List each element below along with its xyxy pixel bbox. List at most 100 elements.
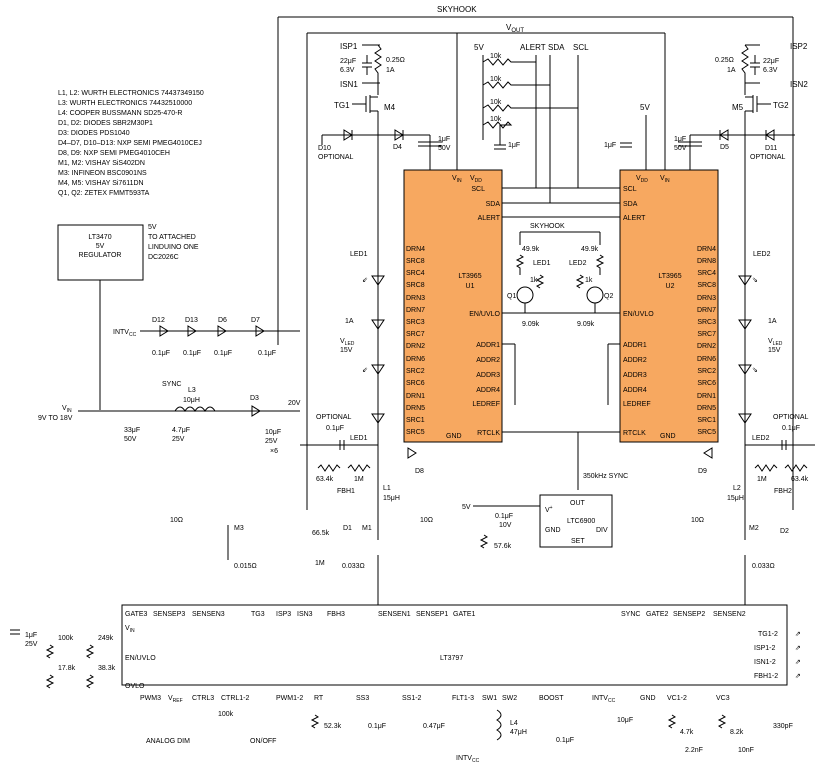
- cap-label-v: 25V: [265, 438, 278, 445]
- lt3797-pin: PWM3: [140, 695, 161, 702]
- tg1-label: TG1: [334, 101, 350, 110]
- cap-label: 10μF: [617, 717, 633, 724]
- left-pfet-section: ISP1 ISN1 22μF 6.3V 0.25Ω 1A TG1 M4 D10 …: [318, 42, 451, 170]
- lt3797-pin: OVLO: [125, 683, 145, 690]
- ltc6900-pin: DIV: [596, 527, 608, 534]
- lt3797-pin: SENSEN2: [713, 611, 746, 618]
- cap-label: 22μF: [340, 58, 356, 65]
- u1-pin: ADDR2: [476, 357, 500, 364]
- l4-val-label: 47μH: [510, 729, 527, 736]
- cap-label: 33μF: [124, 427, 140, 434]
- vin-range-label: 9V TO 18V: [38, 415, 73, 422]
- note-line: L4: COOPER BUSSMANN SD25-470-R: [58, 110, 182, 117]
- u2-pin: DRN7: [697, 307, 716, 314]
- u1-pin: SRC7: [406, 331, 425, 338]
- current-label: 1A: [768, 318, 777, 325]
- resistor-label: 8.2k: [730, 729, 744, 736]
- cap-label: 10μF: [265, 429, 281, 436]
- u2-pin: SRC1: [697, 417, 716, 424]
- lt3797-pin: SENSEP3: [153, 611, 185, 618]
- cap-label: 2.2nF: [685, 747, 703, 754]
- i2c-bus-wires: [502, 187, 620, 433]
- u2-pin: SRC5: [697, 429, 716, 436]
- regulator-note: TO ATTACHED: [148, 234, 196, 241]
- u1-pin: SDA: [486, 201, 501, 208]
- vled-label: VLED: [340, 338, 355, 347]
- lt3797-pin: FLT1-3: [452, 695, 474, 702]
- u2-pin: ADDR2: [623, 357, 647, 364]
- l2-label: L2: [733, 485, 741, 492]
- lt3797-pin: TG3: [251, 611, 265, 618]
- lt3797-pin: SW2: [502, 695, 517, 702]
- m2-label: M2: [749, 525, 759, 532]
- u2-chip: VDD VIN SCL SDA ALERT EN/UVLO ADDR1 ADDR…: [619, 169, 719, 443]
- 20v-label: 20V: [288, 400, 301, 407]
- resistor-label: 9.09k: [522, 321, 540, 328]
- lt3797-pin: GATE3: [125, 611, 148, 618]
- u2-pin: SRC7: [697, 331, 716, 338]
- cap-label: 6.3V: [763, 67, 778, 74]
- ltc6900-pin: SET: [571, 538, 585, 545]
- cap-label: 0.47μF: [423, 723, 445, 730]
- isn1-label: ISN1: [340, 80, 358, 89]
- u1-pin: DRN1: [406, 393, 425, 400]
- m1-label: M1: [362, 525, 372, 532]
- u1-pin: DRN6: [406, 356, 425, 363]
- top-nets: SKYHOOK VOUT 5V ALERT SDA SCL 10k 10k 10…: [277, 5, 794, 510]
- resistor-label: 49.9k: [522, 246, 540, 253]
- cap-label-v: 10V: [499, 522, 512, 529]
- sync-label: SYNC: [162, 381, 181, 388]
- light-emission-icon: ⇘: [752, 367, 758, 374]
- cap-label-v: 25V: [25, 641, 38, 648]
- u2-pin: ADDR4: [623, 387, 647, 394]
- resistor-label: 10k: [490, 116, 502, 123]
- lt3797-pin: GATE2: [646, 611, 669, 618]
- cap-label: 0.1μF: [782, 425, 800, 432]
- lt3797-part: LT3797: [440, 655, 463, 662]
- lt3797-pin: CTRL3: [192, 695, 214, 702]
- lt3797-pin-vin: VIN: [125, 625, 135, 634]
- cap-label: 0.1μF: [152, 350, 170, 357]
- u2-pin: RTCLK: [623, 430, 646, 437]
- m3-label: M3: [234, 525, 244, 532]
- diode-label: D11: [765, 145, 777, 152]
- ltc6900-pin: V+: [545, 505, 553, 514]
- u2-pin-vdd: VDD: [636, 175, 648, 184]
- u1-pin: SCL: [471, 186, 485, 193]
- current-label: 1A: [345, 318, 354, 325]
- led2-plus-label: LED2: [753, 251, 771, 258]
- pullup-resistors: 10k 10k 10k 10k 1μF: [482, 53, 578, 150]
- note-line: M3: INFINEON BSC0901NS: [58, 170, 147, 177]
- u1-pin: SRC5: [406, 429, 425, 436]
- isp1-label: ISP1: [340, 42, 358, 51]
- input-section: LT3470 5V REGULATOR 5V TO ATTACHED LINDU…: [38, 224, 301, 455]
- u2-pin: SCL: [623, 186, 637, 193]
- led1-minus-label: LED1: [350, 435, 368, 442]
- vled-v-label: 15V: [340, 347, 353, 354]
- lt3797-controller: LT3797 GATE3 SENSEP3 SENSEN3 TG3 ISP3 IS…: [121, 604, 788, 704]
- l4-label: L4: [510, 720, 518, 727]
- lt3797-pin: VREF: [168, 695, 183, 704]
- diode-label: D3: [250, 395, 259, 402]
- u1-part-label: LT3965: [458, 273, 481, 280]
- diode-label: D4: [393, 144, 402, 151]
- u2-body: [619, 169, 719, 443]
- diode-label: D9: [698, 468, 707, 475]
- u1-chip: VIN VDD SCL SDA ALERT EN/UVLO ADDR1 ADDR…: [403, 169, 503, 443]
- cap-label: 1μF: [438, 136, 450, 143]
- u1-pin: ADDR1: [476, 342, 500, 349]
- u2-pin: DRN1: [697, 393, 716, 400]
- isp2-label: ISP2: [790, 42, 808, 51]
- vout-label: VOUT: [506, 23, 524, 34]
- u2-pin: SRC8: [697, 282, 716, 289]
- u2-pin-vin: VIN: [660, 175, 670, 184]
- lt3797-pin: INTVCC: [592, 695, 616, 704]
- lt3797-bottom-pins: PWM3 VREF CTRL3 CTRL1-2 PWM1-2 RT SS3 SS…: [140, 695, 730, 704]
- u1-pin: DRN2: [406, 343, 425, 350]
- u2-pin: DRN6: [697, 356, 716, 363]
- diode-label: D10: [318, 145, 331, 152]
- right-pfet-section: ISP2 ISN2 22μF 6.3V 0.25Ω 1A TG2 M5 D5 D…: [604, 42, 808, 170]
- regulator-note: LINDUINO ONE: [148, 244, 199, 251]
- regulator-note: DC2026C: [148, 254, 179, 261]
- regulator-voltage: 5V: [96, 243, 105, 250]
